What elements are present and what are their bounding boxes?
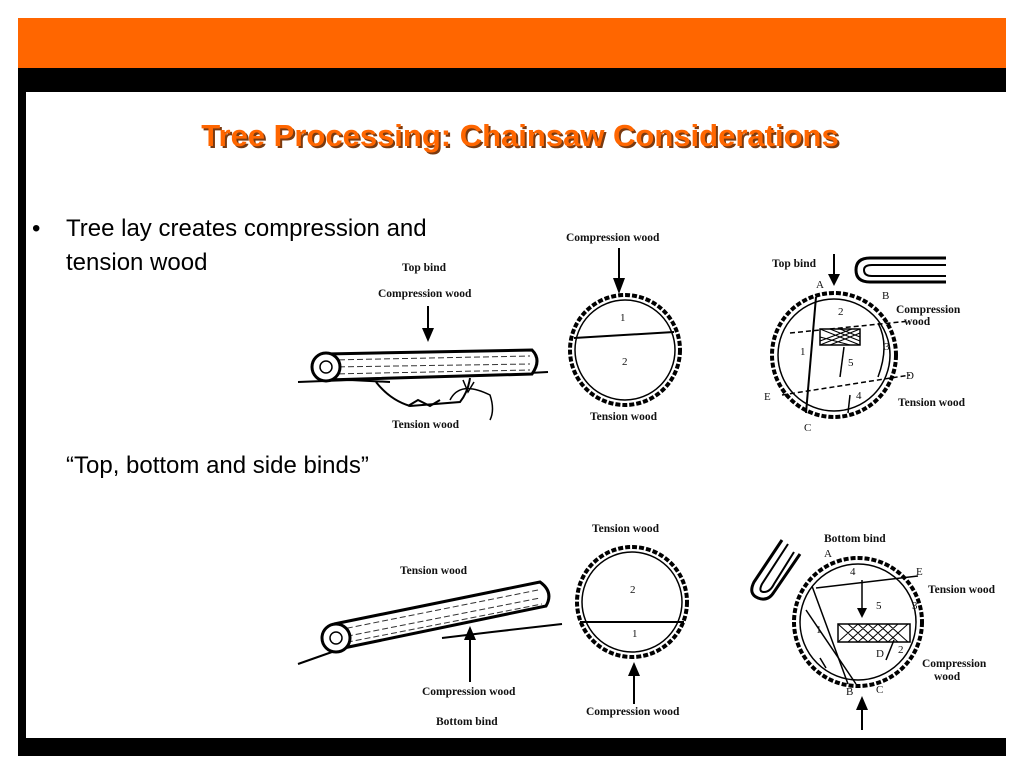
bullet-dot: • (32, 215, 41, 242)
top-cut-compression-label-2: wood (904, 316, 931, 328)
top-cut-n2: 2 (838, 306, 844, 318)
top-cut-n5: 5 (848, 357, 854, 369)
top-cross-section (568, 293, 682, 407)
top-cross-arrow (613, 248, 625, 294)
header-black-bar (18, 68, 1006, 92)
top-cut-diagram (770, 291, 911, 419)
bottom-cross-top-label: Tension wood (592, 523, 660, 535)
binds-subtext: “Top, bottom and side binds” (66, 452, 369, 479)
bottom-cross-arrow (628, 662, 640, 704)
top-cut-n4: 4 (856, 390, 862, 402)
top-cut-letter-a: A (816, 279, 824, 291)
bottom-cross-n1: 1 (632, 628, 638, 640)
top-cut-letter-c: C (804, 422, 812, 434)
top-cut-arrow (828, 254, 840, 286)
bottom-cut-wedge-icon (750, 539, 802, 601)
top-cross-bottom-label: Tension wood (590, 411, 658, 423)
top-cross-n2: 2 (622, 356, 628, 368)
bottom-log-diagram (297, 580, 563, 665)
bottom-cut-letter-e: E (916, 566, 923, 578)
top-cut-letter-b: B (882, 290, 890, 302)
top-log-compression-label: Compression wood (378, 288, 472, 300)
top-log-top-label: Top bind (402, 262, 447, 274)
bottom-log-arrow (464, 626, 476, 682)
top-cross-top-label: Compression wood (566, 232, 660, 244)
bottom-cut-tension-label: Tension wood (928, 584, 996, 596)
bottom-cut-letter-b: B (846, 686, 854, 698)
bottom-cut-letter-d: D (876, 648, 884, 660)
bullet-text: Tree lay creates compression and tension… (66, 215, 427, 276)
slide-title: Tree Processing: Chainsaw Considerations (201, 118, 839, 153)
bottom-log-bind-label: Bottom bind (436, 716, 498, 728)
top-cut-letter-e: E (764, 391, 771, 403)
top-log-tension-label: Tension wood (392, 419, 460, 431)
bottom-log-compression-label: Compression wood (422, 686, 516, 698)
bottom-cut-top-label: Bottom bind (824, 533, 886, 545)
left-border (18, 92, 26, 756)
bottom-cross-n2: 2 (630, 584, 636, 596)
top-log-arrow (422, 306, 434, 342)
bottom-cut-n4: 4 (850, 566, 856, 578)
bottom-cut-letter-c: C (876, 684, 884, 696)
bottom-cut-diagram (792, 556, 924, 688)
top-cross-n1: 1 (620, 312, 626, 324)
bottom-cut-n5: 5 (876, 600, 882, 612)
bottom-log-tension-label: Tension wood (400, 565, 468, 577)
bottom-cut-compression-label-1: Compression (922, 658, 987, 670)
top-cut-tension-label: Tension wood (898, 397, 966, 409)
bottom-cut-letter-a: A (824, 548, 832, 560)
bottom-cut-compression-label-2: wood (934, 671, 961, 683)
bottom-cross-bottom-label: Compression wood (586, 706, 680, 718)
top-cut-top-label: Top bind (772, 258, 817, 270)
bottom-cut-n3: 3 (912, 600, 918, 612)
bottom-cut-arrow (856, 696, 868, 730)
top-cut-n1: 1 (800, 346, 806, 358)
bottom-cut-n2: 2 (898, 644, 904, 656)
top-log-diagram (297, 348, 549, 421)
bottom-cut-n1: 1 (816, 624, 822, 636)
top-cut-wedge-icon (854, 256, 946, 284)
header-orange-bar (18, 18, 1006, 68)
bottom-cross-section (575, 545, 689, 659)
top-cut-compression-label-1: Compression (896, 304, 961, 316)
top-cut-n3: 3 (884, 341, 890, 353)
top-cut-letter-d: D (906, 370, 914, 382)
footer-black-bar (18, 738, 1006, 756)
